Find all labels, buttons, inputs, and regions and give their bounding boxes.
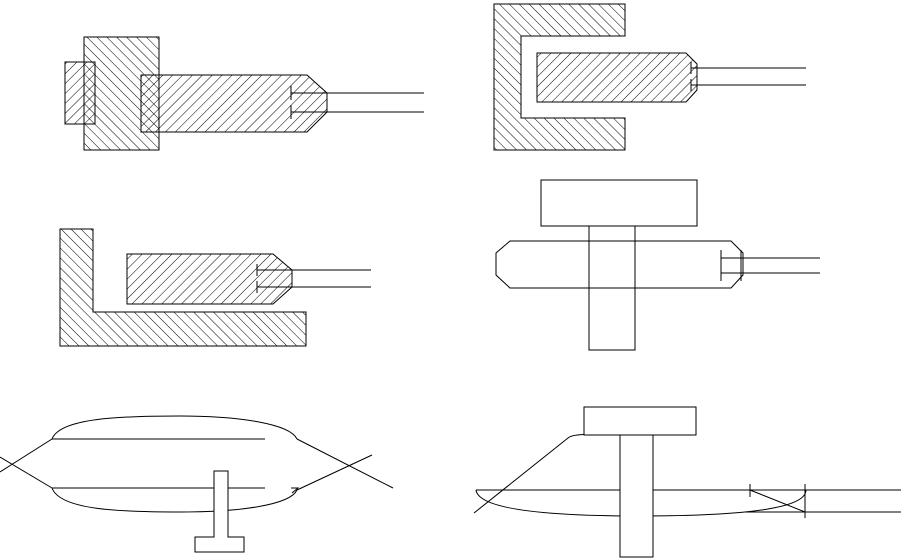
diagonal-line <box>473 437 569 514</box>
drawing-stepped-block <box>64 36 424 151</box>
drawing-lens-body <box>0 415 394 553</box>
lens-bottom-arc <box>51 487 298 513</box>
cross-line-left-a <box>0 456 53 489</box>
post <box>619 433 654 558</box>
small-pad <box>64 61 96 125</box>
lens-top-arc <box>51 415 298 440</box>
cross-line-right-a <box>296 438 394 489</box>
cross-line-left-b <box>0 438 53 473</box>
c-frame <box>493 3 626 151</box>
rod-cross-a <box>749 489 806 513</box>
top-block <box>540 179 698 227</box>
drawing-t-block-plate <box>495 179 820 351</box>
hatched-bar <box>140 74 328 133</box>
top-block <box>583 406 697 436</box>
drawing-flat-plate-clamp <box>473 406 901 558</box>
hatched-bar <box>126 253 293 305</box>
t-foot <box>194 470 245 553</box>
small-hook <box>291 487 300 494</box>
elongated-plate <box>495 240 744 289</box>
drawing-l-bracket <box>59 228 371 347</box>
cross-line-right-b <box>296 454 373 491</box>
inner-hatched-bar <box>536 52 698 103</box>
drawing-c-frame <box>493 3 806 151</box>
l-bracket <box>59 228 307 347</box>
